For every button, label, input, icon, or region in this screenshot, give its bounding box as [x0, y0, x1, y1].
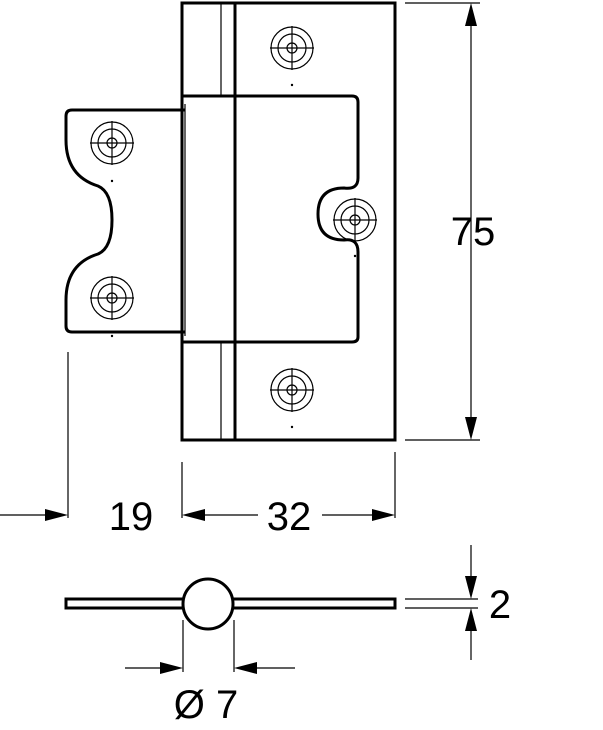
width-label: 32 [267, 495, 312, 539]
screw-hole-side-top [90, 121, 134, 183]
diameter-dimension: Ø 7 [125, 620, 295, 727]
inner-leaf [235, 94, 360, 344]
screw-hole-bottom [270, 368, 314, 429]
height-dimension: 75 [405, 2, 496, 441]
side-leaf [64, 104, 186, 336]
thickness-dimension: 2 [405, 545, 511, 660]
offset-label: 19 [109, 495, 154, 539]
offset-dimension: 19 [0, 352, 153, 539]
hinge-profile [64, 577, 397, 631]
screw-hole-middle [333, 198, 377, 258]
screw-hole-top [270, 26, 314, 87]
outer-leaf [180, 1, 397, 442]
height-label: 75 [451, 210, 496, 254]
screw-hole-side-bottom [90, 276, 134, 338]
width-dimension: 32 [181, 452, 396, 539]
thickness-label: 2 [489, 583, 511, 627]
diameter-label: Ø 7 [174, 683, 238, 727]
